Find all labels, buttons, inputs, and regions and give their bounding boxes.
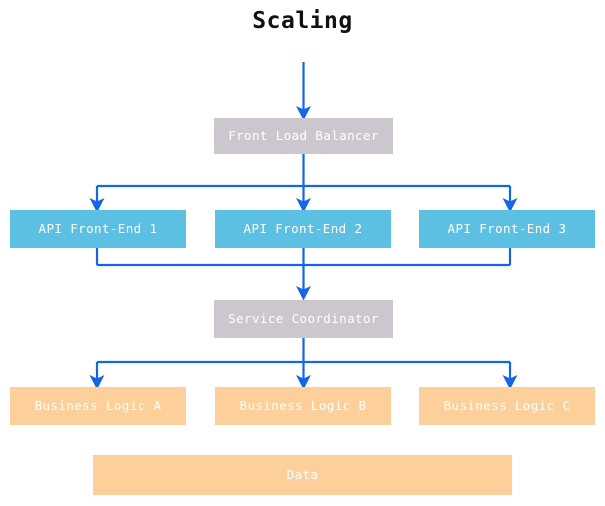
node-service-coordinator[interactable]: Service Coordinator	[214, 300, 393, 338]
node-api-front-end-3[interactable]: API Front-End 3	[419, 210, 595, 248]
node-business-logic-a[interactable]: Business Logic A	[10, 387, 186, 425]
connector-load-balancer-fanout	[89, 154, 518, 213]
node-business-logic-b[interactable]: Business Logic B	[215, 387, 391, 425]
node-data[interactable]: Data	[93, 455, 512, 495]
node-api-front-end-2[interactable]: API Front-End 2	[215, 210, 391, 248]
connector-api-merge-to-coordinator	[95, 248, 512, 301]
connector-coordinator-fanout	[89, 338, 518, 390]
diagram-title: Scaling	[252, 8, 353, 34]
node-business-logic-c[interactable]: Business Logic C	[419, 387, 595, 425]
node-front-load-balancer[interactable]: Front Load Balancer	[214, 118, 393, 154]
node-api-front-end-1[interactable]: API Front-End 1	[10, 210, 186, 248]
